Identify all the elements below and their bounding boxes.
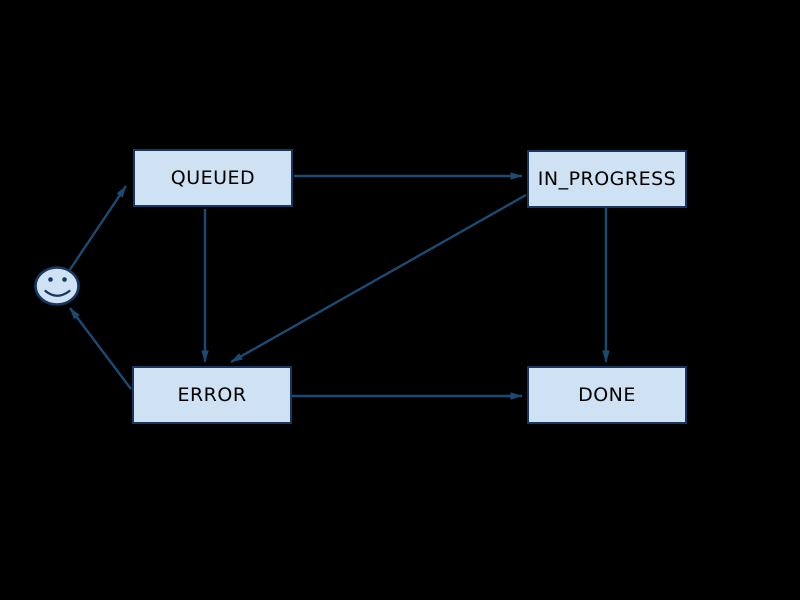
state-label-error: ERROR — [177, 384, 247, 406]
edge-start-to-queued — [68, 185, 127, 272]
smiley-face-outline — [34, 266, 80, 306]
edge-error-to-start — [69, 307, 132, 390]
state-node-done: DONE — [527, 366, 687, 424]
edges — [68, 172, 610, 400]
state-label-queued: QUEUED — [170, 167, 256, 189]
state-node-in-progress: IN_PROGRESS — [527, 150, 687, 208]
start-state-smiley — [34, 266, 80, 306]
smiley-left-eye — [48, 277, 53, 282]
state-node-error: ERROR — [132, 366, 292, 424]
edge-in-progress-to-error — [230, 193, 527, 364]
state-label-in-progress: IN_PROGRESS — [537, 168, 677, 190]
smiley-right-eye — [62, 277, 67, 282]
state-label-done: DONE — [578, 384, 636, 406]
state-node-queued: QUEUED — [133, 149, 293, 207]
smiley-mouth — [44, 289, 71, 297]
